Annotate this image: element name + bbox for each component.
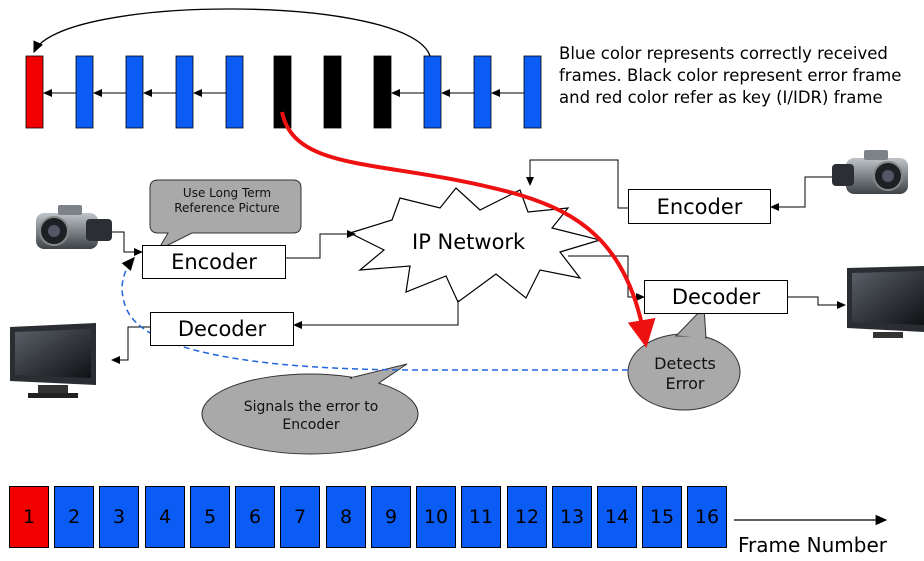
correct-frame <box>225 55 244 129</box>
encoder-to-network <box>286 230 356 259</box>
key-frame-request-arc <box>33 8 431 57</box>
frame-number-cell: 12 <box>507 486 547 548</box>
camera-icon <box>36 205 112 249</box>
right-camera-to-encoder <box>770 176 835 211</box>
frame-number-cell: 7 <box>280 486 320 548</box>
error-frame <box>373 55 392 129</box>
key-frame <box>25 55 44 129</box>
monitor-icon <box>10 323 96 398</box>
frame-number-label: Frame Number <box>738 533 888 557</box>
key-frame-number: 1 <box>9 486 49 548</box>
frame-number-cell: 4 <box>145 486 185 548</box>
ip-network-label: IP Network <box>412 230 526 254</box>
frame-number-cell: 3 <box>99 486 139 548</box>
left-encoder-box: Encoder <box>142 245 286 279</box>
camera-icon <box>832 150 908 194</box>
right-encoder-box: Encoder <box>628 189 771 224</box>
right-decoder-box: Decoder <box>644 280 788 314</box>
frame-number-cell: 16 <box>687 486 727 548</box>
ltr-bubble <box>149 179 302 252</box>
frame-number-cell: 14 <box>597 486 637 548</box>
frame-number-cell: 6 <box>235 486 275 548</box>
detects-error-text: Detects Error <box>654 354 716 393</box>
frame-number-cell: 13 <box>552 486 592 548</box>
frame-number-cell: 5 <box>190 486 230 548</box>
correct-frame <box>175 55 194 129</box>
top-frame-sequence <box>25 55 542 129</box>
frame-number-cell: 11 <box>461 486 501 548</box>
error-propagation-path <box>280 111 656 348</box>
correct-frame <box>125 55 144 129</box>
ip-network-cloud <box>348 187 603 303</box>
correct-frame <box>523 55 542 129</box>
correct-frame <box>473 55 492 129</box>
right-decoder-to-monitor <box>788 296 846 309</box>
left-camera-to-encoder <box>112 231 143 256</box>
monitor-icon <box>847 266 924 338</box>
correct-frame <box>75 55 94 129</box>
network-to-left-decoder <box>293 300 459 329</box>
detects-error-bubble <box>627 305 741 411</box>
right-encoder-to-network <box>526 159 628 209</box>
frame-number-cell: 9 <box>371 486 411 548</box>
frame-number-cell: 10 <box>416 486 456 548</box>
correct-frame <box>423 55 442 129</box>
legend-caption: Blue color represents correctly received… <box>559 44 902 107</box>
frame-number-cell: 15 <box>642 486 682 548</box>
signals-error-text: Signals the error to Encoder <box>243 399 379 433</box>
left-decoder-box: Decoder <box>150 312 294 346</box>
left-decoder-to-monitor <box>111 326 150 364</box>
frame-number-cell: 8 <box>326 486 366 548</box>
error-frame <box>273 55 292 129</box>
ltr-bubble-text: Use Long Term Reference Picture <box>174 186 280 215</box>
frame-number-cell: 2 <box>54 486 94 548</box>
error-frame <box>323 55 342 129</box>
